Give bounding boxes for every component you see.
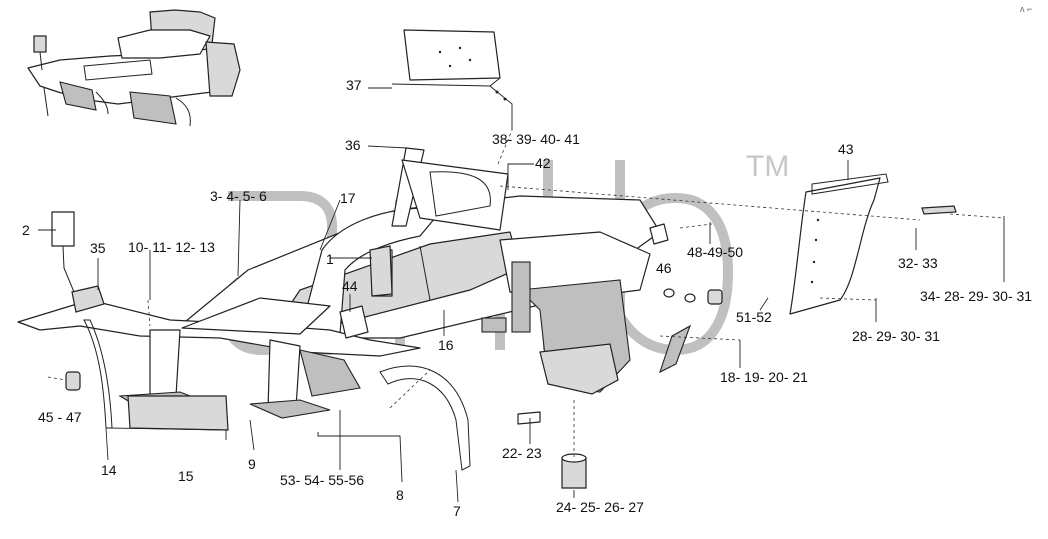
label-24-27: 24- 25- 26- 27 [556, 499, 644, 515]
label-8: 8 [396, 487, 404, 503]
trademark-mark: TM [746, 150, 789, 183]
label-1: 1 [326, 251, 334, 267]
label-16: 16 [438, 337, 454, 353]
main-body [17, 147, 692, 489]
label-42: 42 [535, 155, 551, 171]
label-48-50: 48-49-50 [687, 244, 743, 260]
label-34: 34- 28- 29- 30- 31 [920, 288, 1032, 304]
rear-side-panel [649, 173, 957, 315]
label-17: 17 [340, 190, 356, 206]
label-53-56: 53- 54- 55-56 [280, 472, 364, 488]
label-32-33: 32- 33 [898, 255, 938, 271]
label-38-41: 38- 39- 40- 41 [492, 131, 580, 147]
label-22-23: 22- 23 [502, 445, 542, 461]
label-7: 7 [453, 503, 461, 519]
part-labels: 37 38- 39- 40- 41 36 42 43 3- 4- 5- 6 17… [22, 77, 1032, 519]
label-18-21: 18- 19- 20- 21 [720, 369, 808, 385]
roof-plate [391, 29, 513, 130]
label-28-31: 28- 29- 30- 31 [852, 328, 940, 344]
leader-lines [38, 87, 1005, 503]
label-43: 43 [838, 141, 854, 157]
label-2: 2 [22, 222, 30, 238]
label-36: 36 [345, 137, 361, 153]
label-35: 35 [90, 240, 106, 256]
label-15: 15 [178, 468, 194, 484]
label-9: 9 [248, 456, 256, 472]
overview-thumbnail [27, 9, 241, 127]
corner-mark: ʌ ⌐ [1020, 4, 1032, 14]
label-10-13: 10- 11- 12- 13 [128, 239, 215, 255]
label-46: 46 [656, 260, 672, 276]
label-44: 44 [342, 278, 358, 294]
label-45-47: 45 - 47 [38, 409, 82, 425]
label-14: 14 [101, 462, 117, 478]
label-3-6: 3- 4- 5- 6 [210, 188, 267, 204]
label-37: 37 [346, 77, 362, 93]
label-51-52: 51-52 [736, 309, 772, 325]
